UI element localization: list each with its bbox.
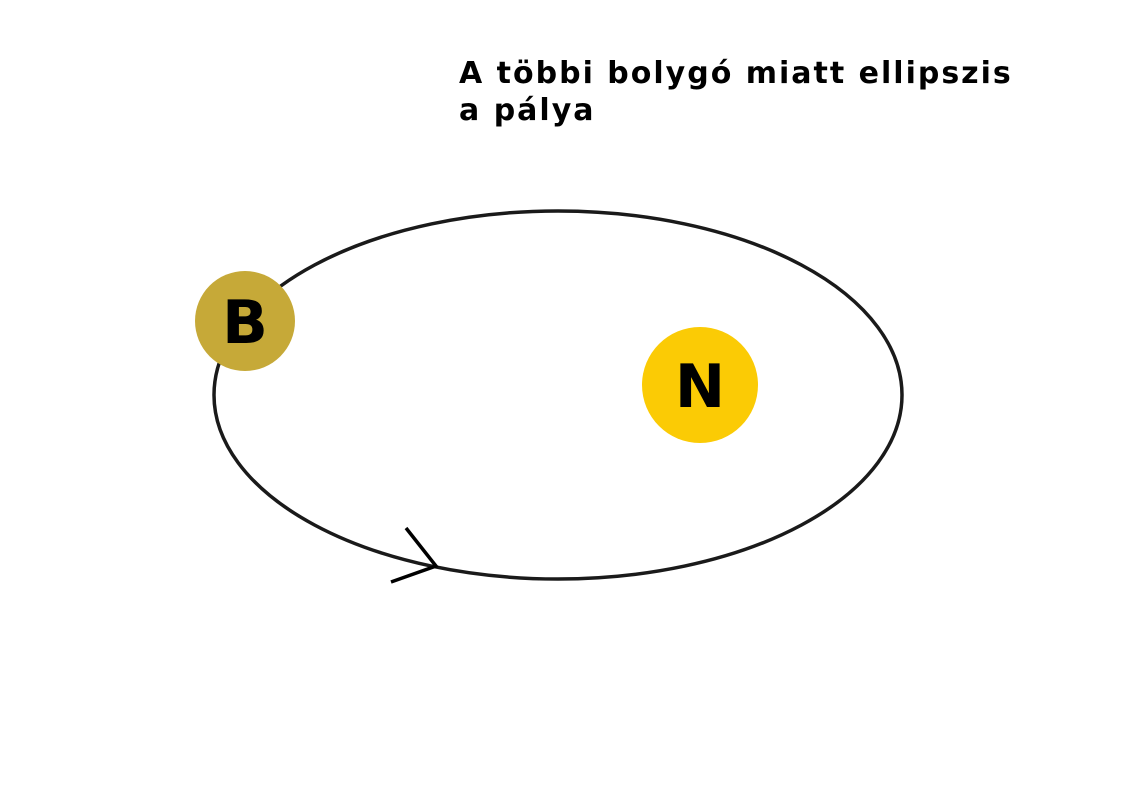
caption-line-2: a pálya bbox=[459, 93, 596, 128]
orbit-ellipse bbox=[212, 209, 904, 581]
sun-circle bbox=[642, 327, 758, 443]
sun-n: N bbox=[642, 327, 758, 443]
diagram-caption: A többi bolygó miatt ellipszis a pálya bbox=[459, 55, 1079, 129]
sun-label: N bbox=[675, 352, 725, 422]
planet-label: B bbox=[222, 288, 268, 358]
caption-line-1: A többi bolygó miatt ellipszis bbox=[459, 56, 1013, 91]
planet-circle bbox=[195, 271, 295, 371]
planet-b: B bbox=[195, 271, 295, 371]
orbit-direction-arrow bbox=[390, 526, 439, 584]
